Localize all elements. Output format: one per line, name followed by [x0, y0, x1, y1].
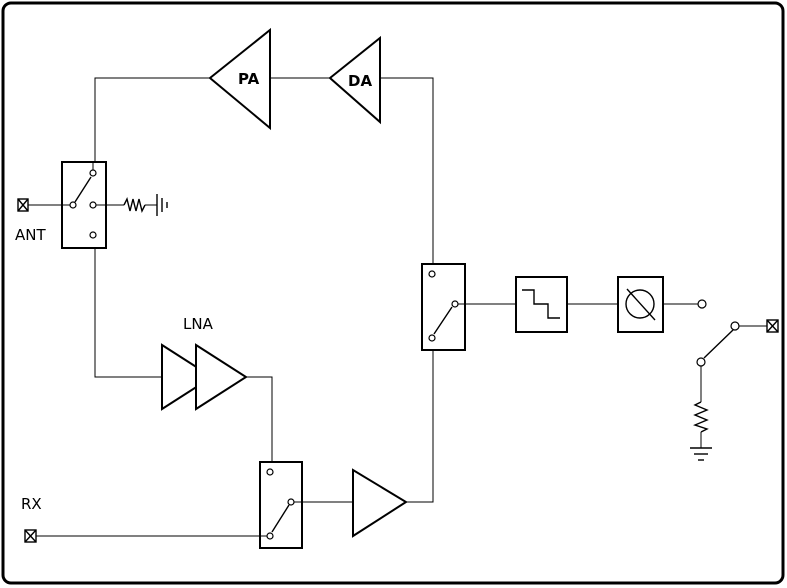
lna-amplifier: LNA	[161, 315, 248, 411]
ground-icon	[156, 194, 168, 216]
output-switch	[690, 299, 767, 461]
da-amplifier: DA	[328, 35, 381, 125]
rx-switch	[259, 461, 303, 549]
lna-label: LNA	[183, 315, 214, 333]
resistor-icon	[693, 401, 709, 433]
amplifier-icon	[328, 35, 381, 125]
filter-icon	[522, 289, 560, 319]
rx-port: RX	[21, 495, 42, 543]
switch-icon	[62, 162, 97, 239]
output-port	[766, 319, 779, 333]
wires	[28, 77, 698, 537]
da-label: DA	[348, 72, 372, 90]
phase-shifter-icon	[625, 288, 656, 321]
amplifier-icon	[352, 468, 408, 538]
ant-port: ANT	[15, 198, 46, 244]
pa-amplifier: PA	[208, 27, 271, 131]
resistor-icon	[123, 196, 146, 214]
pa-label: PA	[238, 70, 260, 88]
ant-label: ANT	[15, 226, 46, 244]
port-terminal-icon	[766, 319, 779, 333]
step-filter-block	[515, 276, 568, 333]
termination-load	[96, 194, 168, 216]
switch-icon	[428, 270, 465, 342]
ground-icon	[690, 447, 712, 461]
amplifier-icon	[161, 343, 214, 411]
port-terminal-icon	[24, 529, 37, 543]
tx-rx-selector-switch	[421, 263, 466, 351]
switch-icon	[260, 468, 302, 540]
amplifier-icon	[195, 343, 248, 411]
port-terminal-icon	[17, 198, 29, 212]
rx-label: RX	[21, 495, 42, 513]
amplifier-icon	[208, 27, 271, 131]
phase-shifter-block	[617, 276, 664, 333]
rx-gain-amplifier	[352, 468, 408, 538]
